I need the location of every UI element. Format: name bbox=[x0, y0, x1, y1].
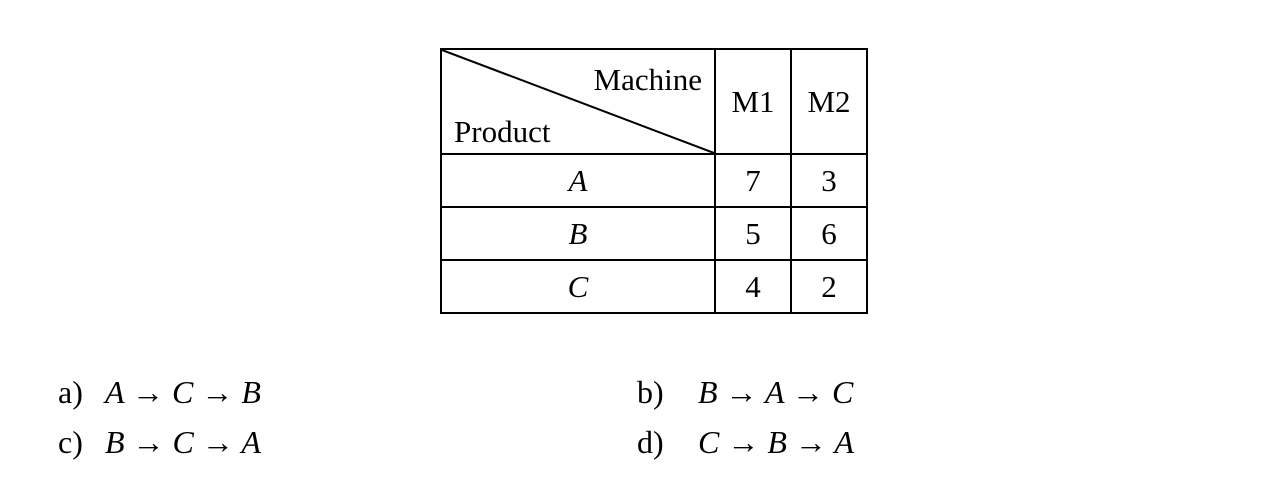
processing-time-table-container: Machine Product M1 M2 A 7 3 B 5 6 C 4 2 bbox=[440, 48, 868, 314]
option-b[interactable]: b) B → A → C bbox=[637, 374, 853, 411]
machine-header-m1: M1 bbox=[714, 48, 792, 155]
option-c[interactable]: c) B → C → A bbox=[58, 424, 261, 461]
option-sequence: B → A → C bbox=[698, 374, 854, 410]
machine-header-m2: M2 bbox=[790, 48, 868, 155]
product-cell: B bbox=[440, 206, 716, 261]
option-label: b) bbox=[637, 374, 664, 410]
option-d[interactable]: d) C → B → A bbox=[637, 424, 854, 461]
product-cell: A bbox=[440, 153, 716, 208]
time-cell: 7 bbox=[714, 153, 792, 208]
time-cell: 3 bbox=[790, 153, 868, 208]
time-cell: 4 bbox=[714, 259, 792, 314]
column-header-label: Machine bbox=[593, 62, 702, 97]
option-label: c) bbox=[58, 424, 83, 460]
time-cell: 6 bbox=[790, 206, 868, 261]
time-cell: 5 bbox=[714, 206, 792, 261]
product-cell: C bbox=[440, 259, 716, 314]
processing-time-table: Machine Product M1 M2 A 7 3 B 5 6 C 4 2 bbox=[440, 48, 868, 314]
option-label: a) bbox=[58, 374, 83, 410]
option-a[interactable]: a) A → C → B bbox=[58, 374, 261, 411]
diagonal-divider bbox=[442, 50, 714, 153]
table-row: A 7 3 bbox=[440, 153, 868, 208]
option-sequence: C → B → A bbox=[698, 424, 854, 460]
table-row: C 4 2 bbox=[440, 259, 868, 314]
table-header-row: Machine Product M1 M2 bbox=[440, 48, 868, 155]
row-header-label: Product bbox=[454, 114, 551, 149]
option-sequence: A → C → B bbox=[105, 374, 261, 410]
time-cell: 2 bbox=[790, 259, 868, 314]
option-sequence: B → C → A bbox=[105, 424, 261, 460]
table-row: B 5 6 bbox=[440, 206, 868, 261]
option-label: d) bbox=[637, 424, 664, 460]
diagonal-header-cell: Machine Product bbox=[440, 48, 716, 155]
